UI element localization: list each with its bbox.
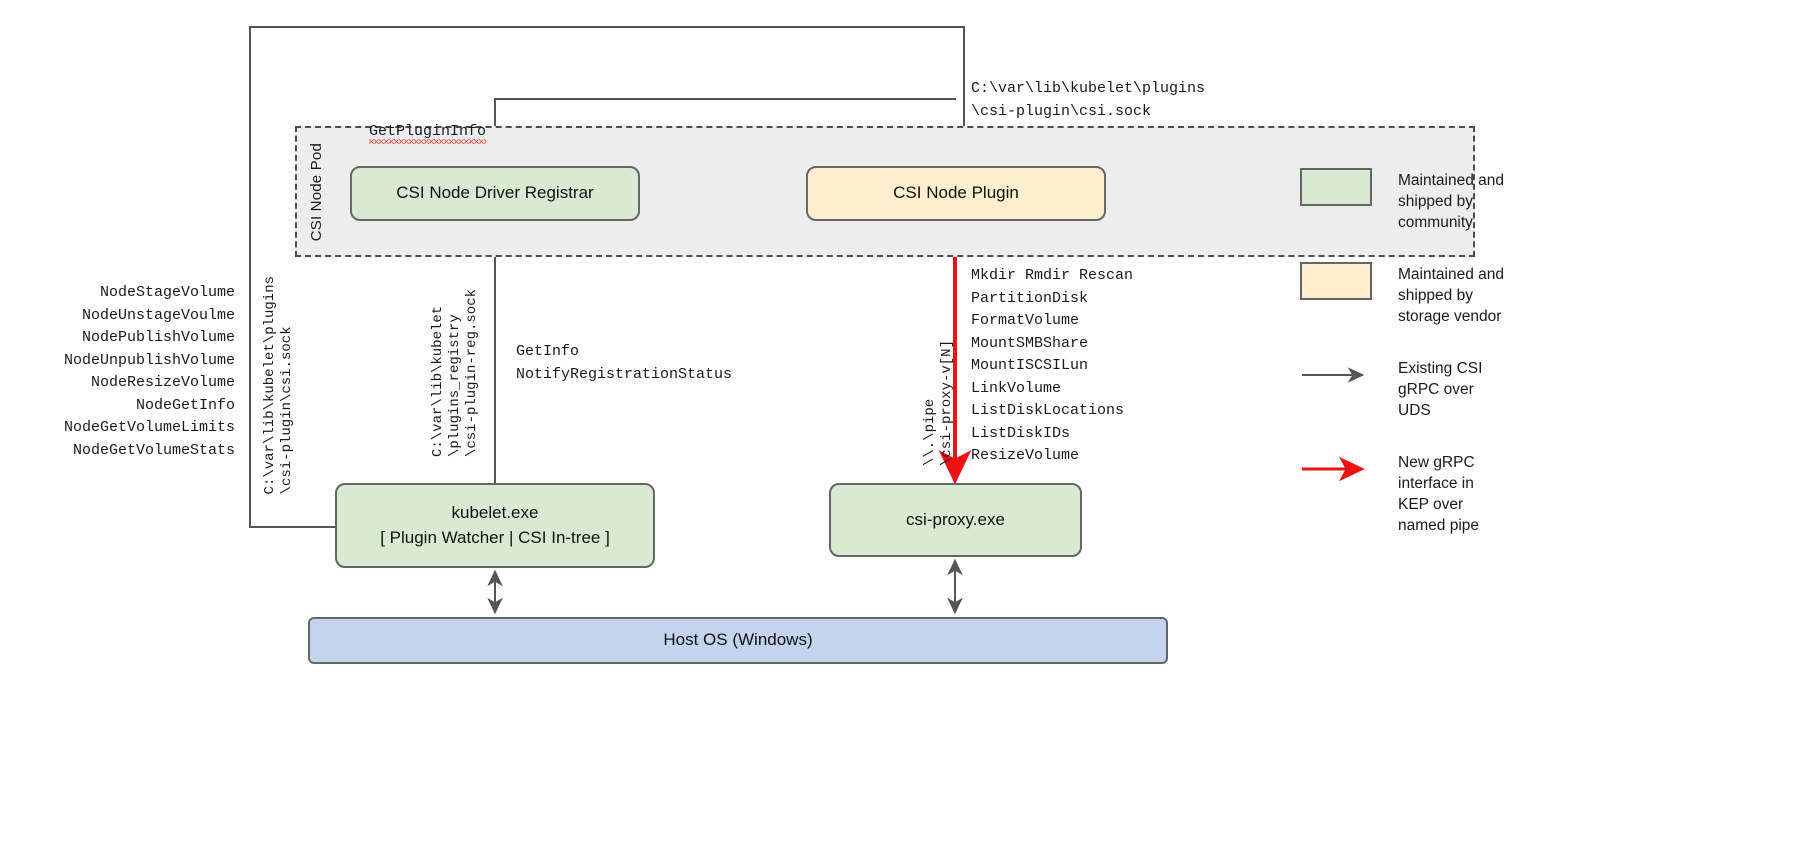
legend-label: New gRPC interface in KEP over named pip…: [1398, 454, 1480, 534]
node-label: csi-proxy.exe: [906, 509, 1005, 529]
label-named-pipe-rotated: \\.\pipe \csi-proxy-v[N]: [922, 340, 955, 467]
label-get-plugin-info-text: GetPluginInfo: [369, 122, 487, 144]
label-csi-proxy-apis: Mkdir Rmdir Rescan PartitionDisk FormatV…: [971, 267, 1134, 464]
legend-item-community: Maintained and shipped by community: [1300, 168, 1504, 233]
label-registry-socket-path-rotated: C:\var\lib\kubelet \plugins_registry \cs…: [430, 289, 480, 458]
node-label: Host OS (Windows): [663, 630, 813, 650]
legend-item-new-grpc-kep: New gRPC interface in KEP over named pip…: [1300, 450, 1479, 536]
legend-item-existing-csi-grpc: Existing CSI gRPC over UDS: [1300, 356, 1482, 421]
label-node-service-rpcs: NodeStageVolume NodeUnstageVoulme NodePu…: [63, 284, 235, 459]
label-registration-rpcs: GetInfo NotifyRegistrationStatus: [516, 343, 733, 383]
legend-arrow-grey-icon: [1300, 356, 1372, 394]
label-get-plugin-info: GetPluginInfo: [333, 98, 487, 166]
legend-arrow-red-icon: [1300, 450, 1372, 488]
node-csi-proxy-exe[interactable]: csi-proxy.exe: [829, 483, 1082, 557]
node-label-line1: kubelet.exe: [451, 502, 539, 522]
label-plugin-socket-path: C:\var\lib\kubelet\plugins \csi-plugin\c…: [971, 80, 1206, 120]
node-kubelet-exe[interactable]: kubelet.exe [ Plugin Watcher | CSI In-tr…: [335, 483, 655, 568]
node-label: CSI Node Driver Registrar: [396, 183, 594, 203]
node-label: CSI Node Plugin: [893, 183, 1019, 203]
node-csi-node-driver-registrar[interactable]: CSI Node Driver Registrar: [350, 166, 640, 221]
legend-item-storage-vendor: Maintained and shipped by storage vendor: [1300, 262, 1504, 327]
legend-swatch-green: [1300, 168, 1372, 206]
legend-label: Maintained and shipped by storage vendor: [1398, 266, 1504, 325]
label-csi-socket-path-rotated: C:\var\lib\kubelet\plugins \csi-plugin\c…: [262, 276, 295, 495]
legend-swatch-yellow: [1300, 262, 1372, 300]
legend-label: Existing CSI gRPC over UDS: [1398, 360, 1483, 419]
legend-label: Maintained and shipped by community: [1398, 172, 1504, 231]
csi-node-pod-label: CSI Node Pod: [308, 143, 325, 242]
node-csi-node-plugin[interactable]: CSI Node Plugin: [806, 166, 1106, 221]
node-label-line2: [ Plugin Watcher | CSI In-tree ]: [380, 527, 610, 547]
node-host-os[interactable]: Host OS (Windows): [308, 617, 1168, 664]
